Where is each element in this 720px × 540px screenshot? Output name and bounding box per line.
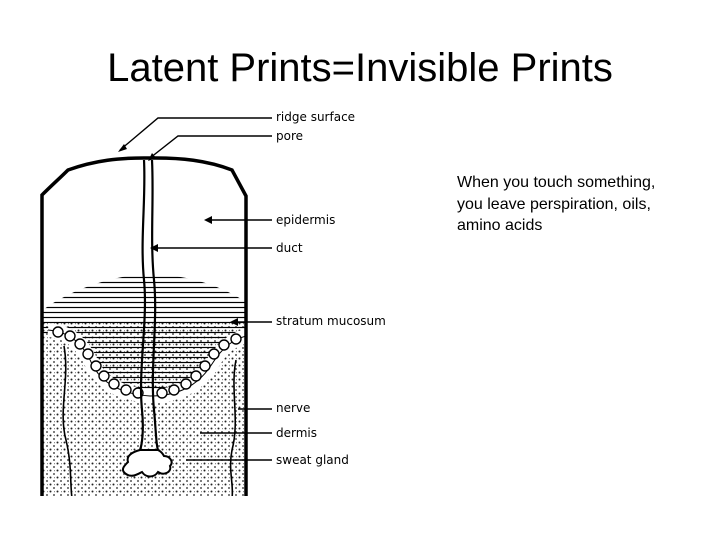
body-text: When you touch something, you leave pers… — [457, 172, 672, 237]
label-sweat-gland: sweat gland — [276, 453, 349, 467]
label-epidermis: epidermis — [276, 213, 335, 227]
label-duct: duct — [276, 241, 303, 255]
label-ridge-surface: ridge surface — [276, 110, 355, 124]
label-pore: pore — [276, 129, 303, 143]
label-nerve: nerve — [276, 401, 310, 415]
label-dermis: dermis — [276, 426, 317, 440]
label-stratum-mucosum: stratum mucosum — [276, 314, 386, 328]
